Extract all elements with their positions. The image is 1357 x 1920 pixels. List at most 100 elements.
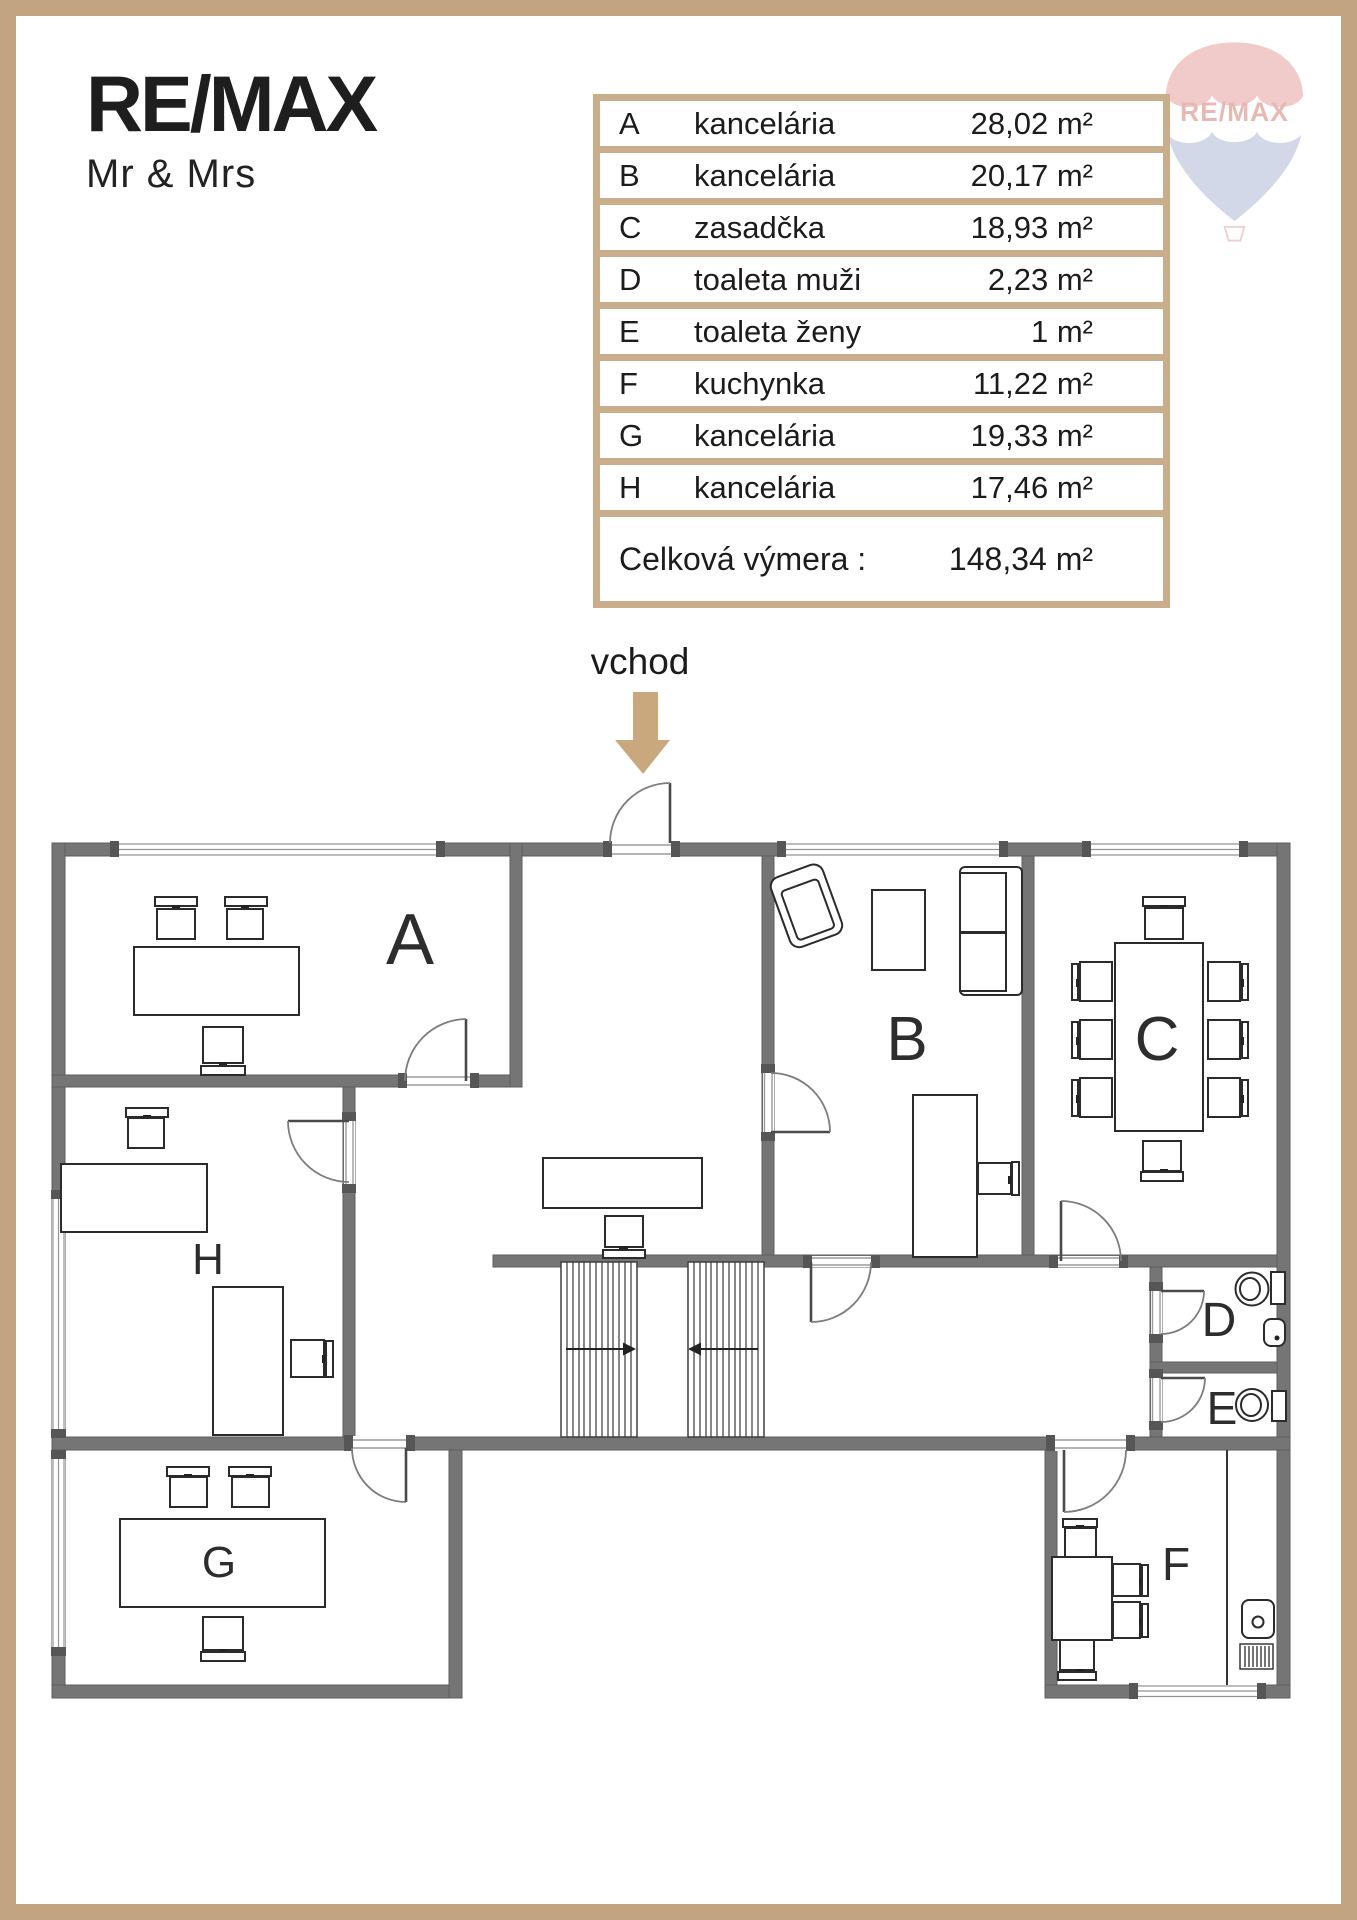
door-room-b: [761, 1064, 831, 1141]
entrance-label: vchod: [590, 641, 690, 682]
room-g-furniture: [119, 1466, 326, 1662]
chair: [1140, 1171, 1184, 1182]
armchair-cushion: [780, 878, 835, 941]
door-room-f: [1046, 1435, 1135, 1513]
legend-room-area: 1 m²: [1031, 313, 1093, 349]
door-room-a: [398, 1018, 479, 1088]
chair: [1059, 1639, 1095, 1671]
balloon-bottom-blue: [1167, 131, 1302, 221]
legend-row: A kancelária 28,02 m²: [600, 101, 1163, 153]
chair: [1079, 961, 1113, 1002]
legend-room-area: 28,02 m²: [970, 105, 1093, 141]
room-a-furniture: [133, 896, 300, 1076]
coffee-table: [871, 889, 926, 971]
legend-room-area: 11,22 m²: [972, 365, 1093, 401]
chair: [290, 1339, 325, 1378]
window-room-c: [1082, 841, 1248, 857]
toilet-d-fixtures: [1234, 1271, 1286, 1347]
legend-room-letter: E: [619, 313, 640, 349]
door-room-h: [287, 1112, 356, 1193]
urinal-drain: [1274, 1335, 1280, 1341]
toilet-bowl-inner: [1239, 1277, 1261, 1301]
legend-room-letter: B: [619, 157, 640, 193]
sofa-cushion: [959, 932, 1007, 992]
door-room-g: [344, 1435, 415, 1503]
legend-row: H kancelária 17,46 m²: [600, 465, 1163, 517]
reception-desk: [542, 1157, 703, 1209]
legend-rows: A kancelária 28,02 m² B kancelária 20,17…: [600, 101, 1163, 517]
reception-furniture: [542, 1157, 703, 1259]
sofa-cushion: [959, 872, 1007, 933]
chair: [1144, 907, 1184, 940]
desk: [60, 1163, 208, 1233]
legend-row: B kancelária 20,17 m²: [600, 153, 1163, 205]
chair: [1112, 1601, 1141, 1639]
legend-room-letter: D: [619, 261, 642, 297]
staircase-left: [560, 1261, 638, 1438]
room-f-furniture: [1051, 1450, 1275, 1685]
chair: [1142, 1140, 1182, 1172]
chair: [1112, 1563, 1141, 1597]
window-room-f: [1129, 1683, 1266, 1699]
window-room-a: [110, 841, 445, 857]
legend-room-name: toaleta ženy: [694, 313, 862, 349]
legend-row: C zasadčka 18,93 m²: [600, 205, 1163, 257]
chair: [169, 1476, 208, 1508]
legend-row: F kuchynka 11,22 m²: [600, 361, 1163, 413]
room-h-furniture: [60, 1107, 334, 1436]
monitor: [604, 1215, 644, 1248]
legend-total-label: Celková výmera :: [619, 540, 867, 577]
chair: [1011, 1161, 1020, 1196]
toilet-e-fixtures: [1235, 1388, 1287, 1422]
desk: [119, 1518, 326, 1608]
legend-row: E toaleta ženy 1 m²: [600, 309, 1163, 361]
room-b-furniture: [769, 863, 1023, 1258]
chair: [202, 1026, 244, 1064]
chair: [1079, 1077, 1113, 1118]
balloon-top-red: [1165, 42, 1304, 108]
conference-table: [1114, 942, 1204, 1132]
chair: [325, 1340, 334, 1378]
door-toilet-e: [1149, 1369, 1206, 1430]
legend-room-area: 17,46 m²: [970, 469, 1093, 505]
legend-room-letter: F: [619, 365, 638, 401]
remax-logo: RE/MAX Mr & Mrs: [86, 64, 378, 197]
legend-room-letter: G: [619, 417, 644, 453]
sink-drain: [1251, 1615, 1265, 1629]
chair: [1064, 1527, 1097, 1558]
legend-total-area: 148,34 m²: [948, 540, 1093, 577]
chair: [1057, 1671, 1097, 1681]
remax-office-name: Mr & Mrs: [86, 152, 257, 196]
desk: [133, 946, 300, 1016]
toilet-tank: [1270, 1271, 1286, 1305]
room-legend-table: A kancelária 28,02 m² B kancelária 20,17…: [593, 94, 1170, 608]
window-room-g: [51, 1450, 66, 1656]
legend-room-area: 18,93 m²: [970, 209, 1093, 245]
chair: [1141, 1603, 1149, 1638]
legend-room-name: kancelária: [694, 105, 836, 141]
chair: [977, 1162, 1012, 1195]
legend-row: D toaleta muži 2,23 m²: [600, 257, 1163, 309]
legend-room-area: 19,33 m²: [970, 417, 1093, 453]
legend-room-area: 2,23 m²: [987, 261, 1093, 297]
balloon-basket: [1223, 225, 1246, 242]
legend-room-name: kuchynka: [694, 365, 825, 401]
chair: [1207, 961, 1241, 1002]
window-room-h: [51, 1190, 66, 1438]
urinal: [1263, 1318, 1286, 1347]
legend-room-name: kancelária: [694, 417, 836, 453]
legend-room-letter: H: [619, 469, 642, 505]
window-room-b: [777, 841, 1008, 857]
legend-room-letter: C: [619, 209, 642, 245]
doors: [287, 782, 1206, 1513]
desk: [912, 1094, 978, 1258]
legend-room-letter: A: [619, 105, 640, 141]
door-toilet-d: [1149, 1282, 1205, 1343]
chair: [224, 896, 268, 907]
legend-room-name: zasadčka: [694, 209, 825, 245]
chair: [156, 908, 196, 940]
kitchen-table: [1051, 1556, 1113, 1641]
entrance-door: [603, 782, 680, 857]
